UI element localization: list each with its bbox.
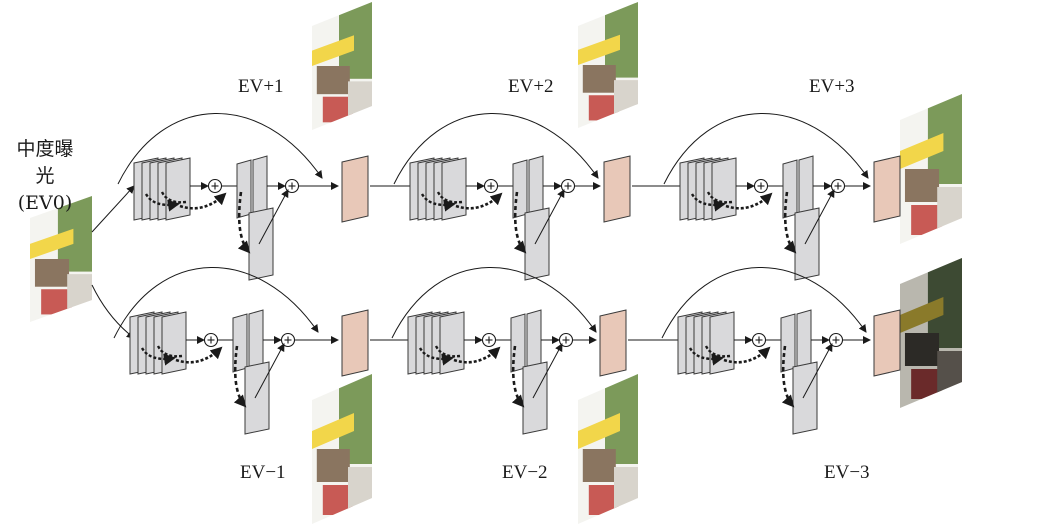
up-stage-1-mid-plate-2: [252, 155, 268, 219]
down-stage-2-sum-node-2: [558, 332, 574, 348]
output-photo-ev-minus-1-content: [312, 374, 372, 524]
output-label-ev-minus-3: EV−3: [824, 462, 870, 483]
down-stage-3-dotted-skip-b: [704, 345, 731, 358]
down-stage-2-sum-node-1: [481, 332, 497, 348]
output-photo-ev-minus-1: [312, 374, 372, 524]
source-title-cn: 中度曝光: [16, 138, 74, 187]
up-stage-1-sum-node-1: [207, 178, 223, 194]
output-photo-ev-plus-3: [900, 94, 962, 244]
output-label-ev-plus-3: EV+3: [809, 76, 855, 97]
down-stage-2-lower-plate: [522, 361, 548, 435]
up-stage-3-dotted-skip-b: [706, 191, 733, 204]
output-photo-ev-minus-2-content: [578, 374, 638, 524]
source-label: 中度曝光 (EV0): [14, 136, 76, 217]
up-stage-1-encoder-plate-5: [165, 157, 191, 221]
down-stage-3-lower-to-sum2: [802, 343, 833, 399]
down-stage-3-mid-plate-2: [796, 309, 812, 373]
up-stage-1-dotted-skip-a: [144, 193, 180, 212]
down-stage-2-encoder-plate-5: [439, 311, 465, 375]
output-photo-ev-plus-1-content: [312, 2, 372, 130]
up-stage-3-latent-plate: [873, 155, 901, 223]
down-stage-1-mid-plate-2: [248, 309, 264, 373]
output-label-ev-plus-1: EV+1: [238, 76, 284, 97]
up-stage-1-dashed-to-lower: [237, 191, 251, 254]
down-stage-2-arc-skip: [391, 267, 597, 339]
output-label-ev-minus-2: EV−2: [502, 462, 548, 483]
up-stage-3-dashed-to-lower: [783, 191, 797, 254]
up-stage-3-mid-plate-2: [798, 155, 814, 219]
down-stage-2-mid-plate-2: [526, 309, 542, 373]
output-photo-ev-plus-2: [578, 2, 638, 128]
branch-up-arrow: [91, 185, 135, 233]
up-stage-2-latent-plate: [603, 155, 631, 223]
down-stage-1-encoder-plate-5: [161, 311, 187, 375]
down-stage-3-encoder-plate-5: [709, 311, 735, 375]
down-stage-1-dotted-skip-b: [156, 345, 183, 358]
down-stage-1-dotted-skip-a: [140, 347, 176, 366]
up-stage-3-arc-skip: [663, 113, 869, 185]
down-stage-3-dotted-skip-a: [688, 347, 724, 366]
output-photo-ev-minus-3-content: [900, 258, 962, 408]
up-stage-1-sum-node-2: [284, 178, 300, 194]
up-stage-1-lower-plate: [248, 207, 274, 281]
down-stage-1-arc-skip: [113, 267, 319, 339]
photo-layer: [30, 2, 962, 524]
up-stage-2-dotted-skip-b: [436, 191, 463, 204]
branch-down-arrow: [91, 284, 135, 339]
up-stage-3-lower-to-sum2: [804, 189, 835, 245]
down-stage-1-dashed-to-lower: [233, 345, 247, 408]
down-stage-3-sum-node-2: [828, 332, 844, 348]
down-stage-1-sum-node-1: [203, 332, 219, 348]
down-stage-3-sum-node-1: [751, 332, 767, 348]
down-stage-1-latent-plate: [341, 309, 369, 377]
up-stage-2-lower-to-sum2: [534, 189, 565, 245]
up-stage-2-arc-skip: [393, 113, 599, 185]
up-stage-1-latent-plate: [341, 155, 369, 223]
down-stage-1-lower-to-sum2: [254, 343, 285, 399]
down-stage-3-arc-skip: [661, 267, 867, 339]
output-label-ev-minus-1: EV−1: [240, 462, 286, 483]
up-stage-3-sum-node-2: [830, 178, 846, 194]
up-stage-2-lower-plate: [524, 207, 550, 281]
up-stage-3-lower-plate: [794, 207, 820, 281]
down-stage-2-latent-plate: [599, 309, 627, 377]
up-stage-3-sum-node-1: [753, 178, 769, 194]
down-stage-2-dotted-skip-a: [418, 347, 454, 366]
output-photo-ev-plus-2-content: [578, 2, 638, 128]
output-photo-ev-minus-2: [578, 374, 638, 524]
up-stage-2-encoder-plate-5: [441, 157, 467, 221]
source-title-ev: (EV0): [17, 192, 73, 214]
output-label-ev-plus-2: EV+2: [508, 76, 554, 97]
output-photo-ev-plus-3-content: [900, 94, 962, 244]
down-stage-2-dashed-to-lower: [511, 345, 525, 408]
up-stage-2-sum-node-1: [483, 178, 499, 194]
down-stage-3-dashed-to-lower: [781, 345, 795, 408]
network-layer: [91, 113, 901, 435]
up-stage-1-arc-skip: [117, 113, 323, 185]
up-stage-2-dashed-to-lower: [513, 191, 527, 254]
down-stage-3-lower-plate: [792, 361, 818, 435]
up-stage-2-mid-plate-2: [528, 155, 544, 219]
up-stage-2-dotted-skip-a: [420, 193, 456, 212]
up-stage-1-lower-to-sum2: [258, 189, 289, 245]
down-stage-1-sum-node-2: [280, 332, 296, 348]
down-stage-1-lower-plate: [244, 361, 270, 435]
down-stage-2-dotted-skip-b: [434, 345, 461, 358]
down-stage-2-lower-to-sum2: [532, 343, 563, 399]
up-stage-3-dotted-skip-a: [690, 193, 726, 212]
down-stage-3-latent-plate: [873, 309, 901, 377]
up-stage-1-dotted-skip-b: [160, 191, 187, 204]
output-photo-ev-minus-3: [900, 258, 962, 408]
output-photo-ev-plus-1: [312, 2, 372, 130]
up-stage-3-encoder-plate-5: [711, 157, 737, 221]
up-stage-2-sum-node-2: [560, 178, 576, 194]
